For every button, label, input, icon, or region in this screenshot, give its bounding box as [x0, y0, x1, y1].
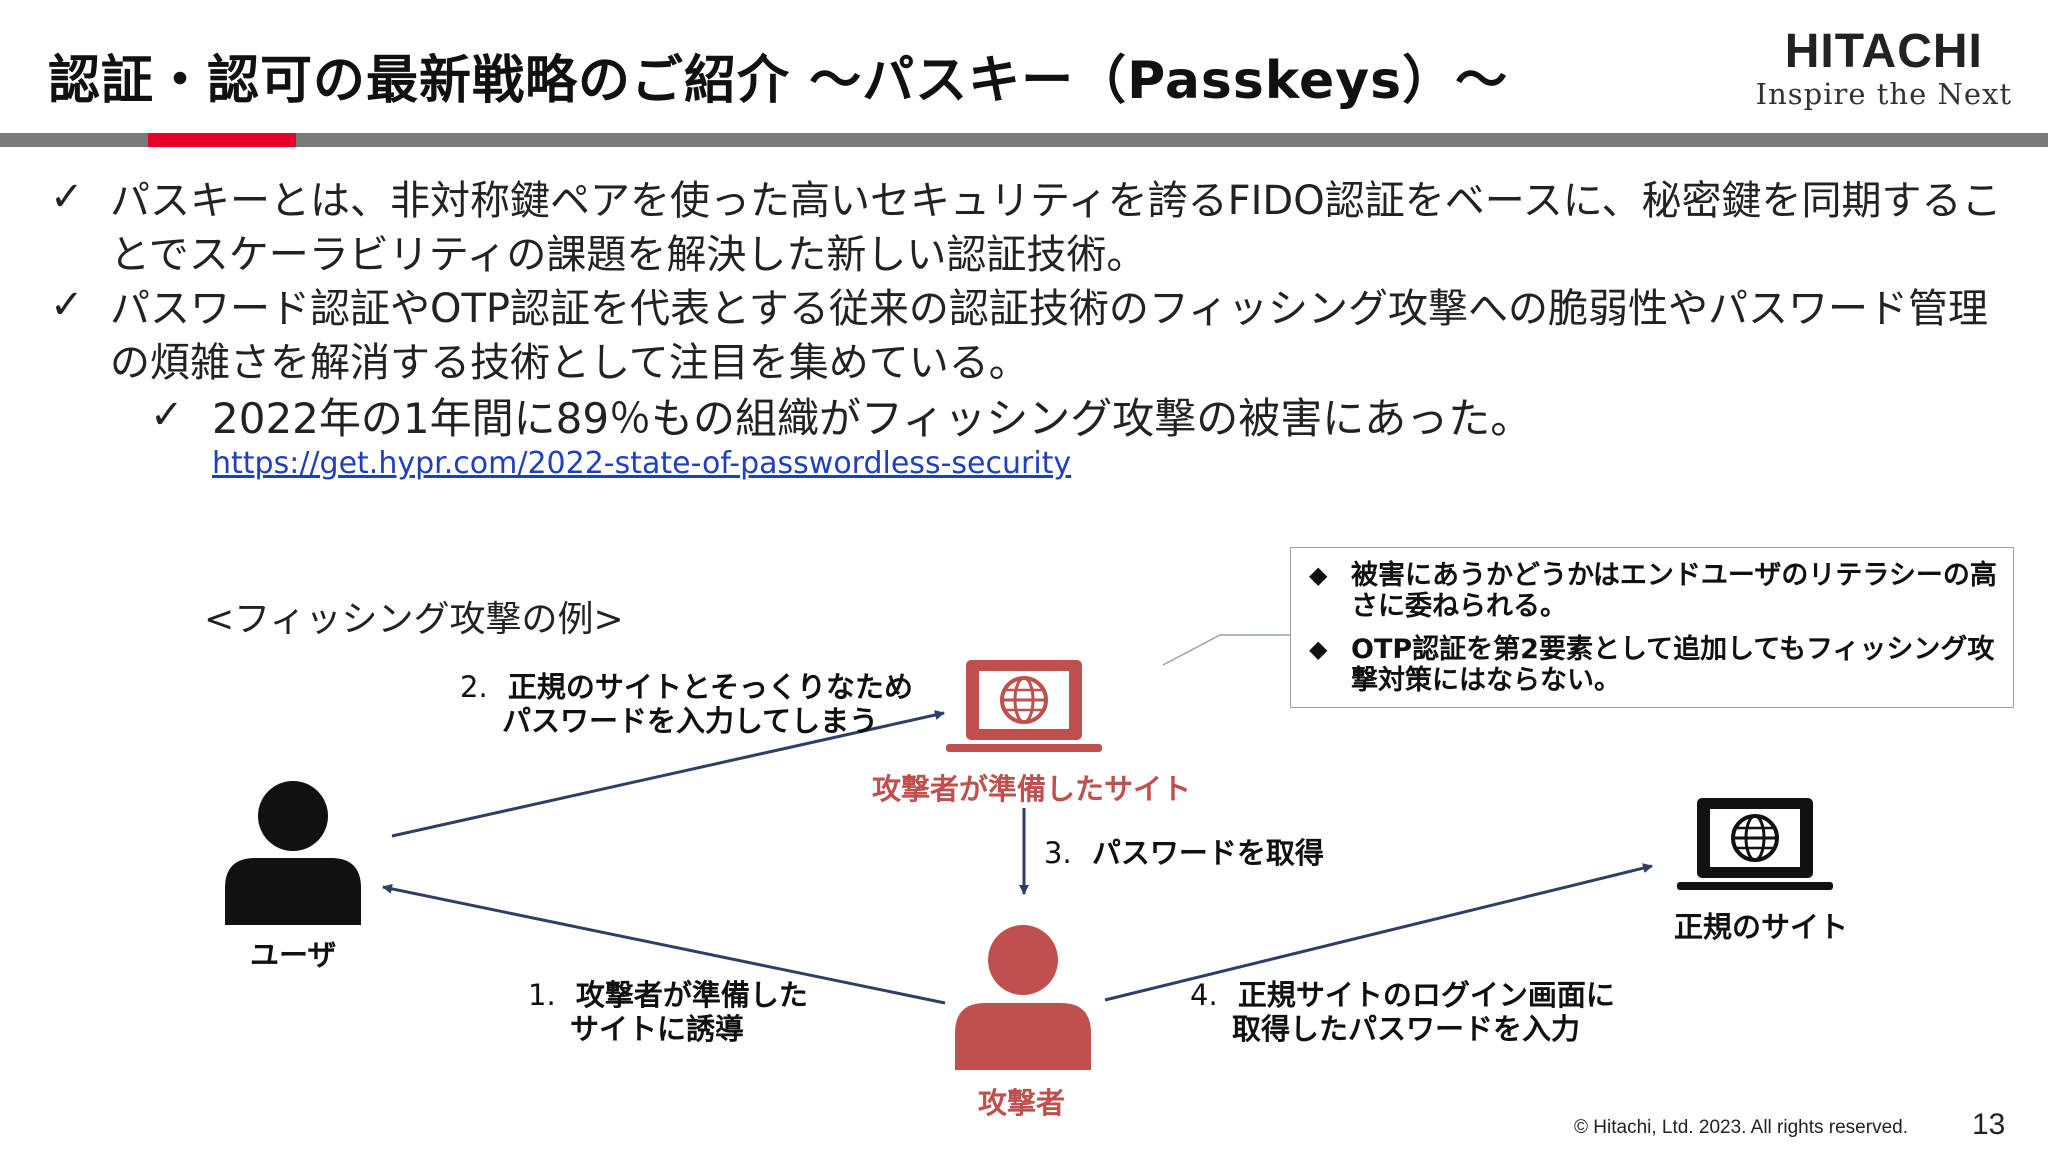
user-icon	[225, 781, 361, 925]
step2-line1: 正規のサイトとそっくりなため	[507, 670, 914, 704]
callout-pointer	[1162, 634, 1292, 666]
step4-line2: 取得したパスワードを入力	[1232, 1012, 1581, 1046]
diamond-bullet-icon: ◆	[1309, 635, 1328, 663]
source-link[interactable]: https://get.hypr.com/2022-state-of-passw…	[212, 446, 1072, 481]
callout-text: OTP認証を第2要素として追加してもフィッシング攻撃対策にはならない。	[1351, 634, 1995, 696]
header-divider	[0, 133, 2048, 147]
arrow-step2	[391, 710, 945, 838]
copyright: © Hitachi, Ltd. 2023. All rights reserve…	[1574, 1117, 1908, 1138]
attacker-icon	[955, 925, 1091, 1070]
step2-label: 2. 正規のサイトとそっくりなため パスワードを入力してしまう	[460, 670, 913, 738]
checkmark-icon: ✓	[150, 392, 184, 438]
step3-text: パスワードを取得	[1091, 836, 1324, 870]
arrow-step1	[382, 883, 946, 1005]
step1-line2: サイトに誘導	[570, 1012, 745, 1046]
checkmark-icon: ✓	[50, 174, 84, 220]
step1-line1: 攻撃者が準備した	[575, 978, 808, 1012]
globe-icon	[1731, 814, 1779, 862]
diagram-title: <フィッシング攻撃の例>	[204, 599, 624, 640]
fake-site-laptop-icon	[946, 660, 1102, 752]
slide-title: 認証・認可の最新戦略のご紹介 ～パスキー（Passkeys）～	[48, 51, 1509, 111]
bullet-passkey-definition: パスキーとは、非対称鍵ペアを使った高いセキュリティを誇るFIDO認証をベースに、…	[110, 178, 2002, 278]
diamond-bullet-icon: ◆	[1309, 561, 1328, 589]
step3-number: 3.	[1044, 836, 1072, 870]
legit-site-label: 正規のサイト	[1674, 910, 1849, 944]
page-number: 13	[1972, 1108, 2006, 1141]
header-accent-bar	[148, 133, 296, 147]
step2-number: 2.	[460, 670, 488, 704]
step3-label: 3. パスワードを取得	[1044, 836, 1324, 870]
globe-icon	[1000, 676, 1048, 724]
user-label: ユーザ	[250, 938, 337, 972]
step1-number: 1.	[528, 978, 556, 1012]
fake-site-label: 攻撃者が準備したサイト	[872, 772, 1192, 806]
step4-label: 4. 正規サイトのログイン画面に 取得したパスワードを入力	[1190, 978, 1615, 1046]
hitachi-logo: HITACHI Inspire the Next	[1755, 25, 2012, 111]
logo-wordmark: HITACHI	[1784, 25, 1983, 78]
step2-line2: パスワードを入力してしまう	[502, 704, 879, 738]
checkmark-icon: ✓	[50, 282, 84, 328]
step1-label: 1. 攻撃者が準備した サイトに誘導	[528, 978, 808, 1046]
attacker-label: 攻撃者	[978, 1086, 1066, 1120]
step4-line1: 正規サイトのログイン画面に	[1237, 978, 1615, 1012]
bullet-passkey-motivation: パスワード認証やOTP認証を代表とする従来の認証技術のフィッシング攻撃への脆弱性…	[110, 286, 1989, 386]
arrow-step4	[1104, 863, 1653, 1002]
callout-box: ◆ 被害にあうかどうかはエンドユーザのリテラシーの高さに委ねられる。 ◆ OTP…	[1290, 547, 2014, 708]
logo-tagline: Inspire the Next	[1755, 77, 2012, 111]
bullet-phishing-stat: 2022年の1年間に89％もの組織がフィッシング攻撃の被害にあった。	[212, 394, 1533, 443]
step4-number: 4.	[1190, 978, 1218, 1012]
callout-text: 被害にあうかどうかはエンドユーザのリテラシーの高さに委ねられる。	[1351, 560, 1997, 622]
legit-site-laptop-icon	[1677, 798, 1833, 890]
